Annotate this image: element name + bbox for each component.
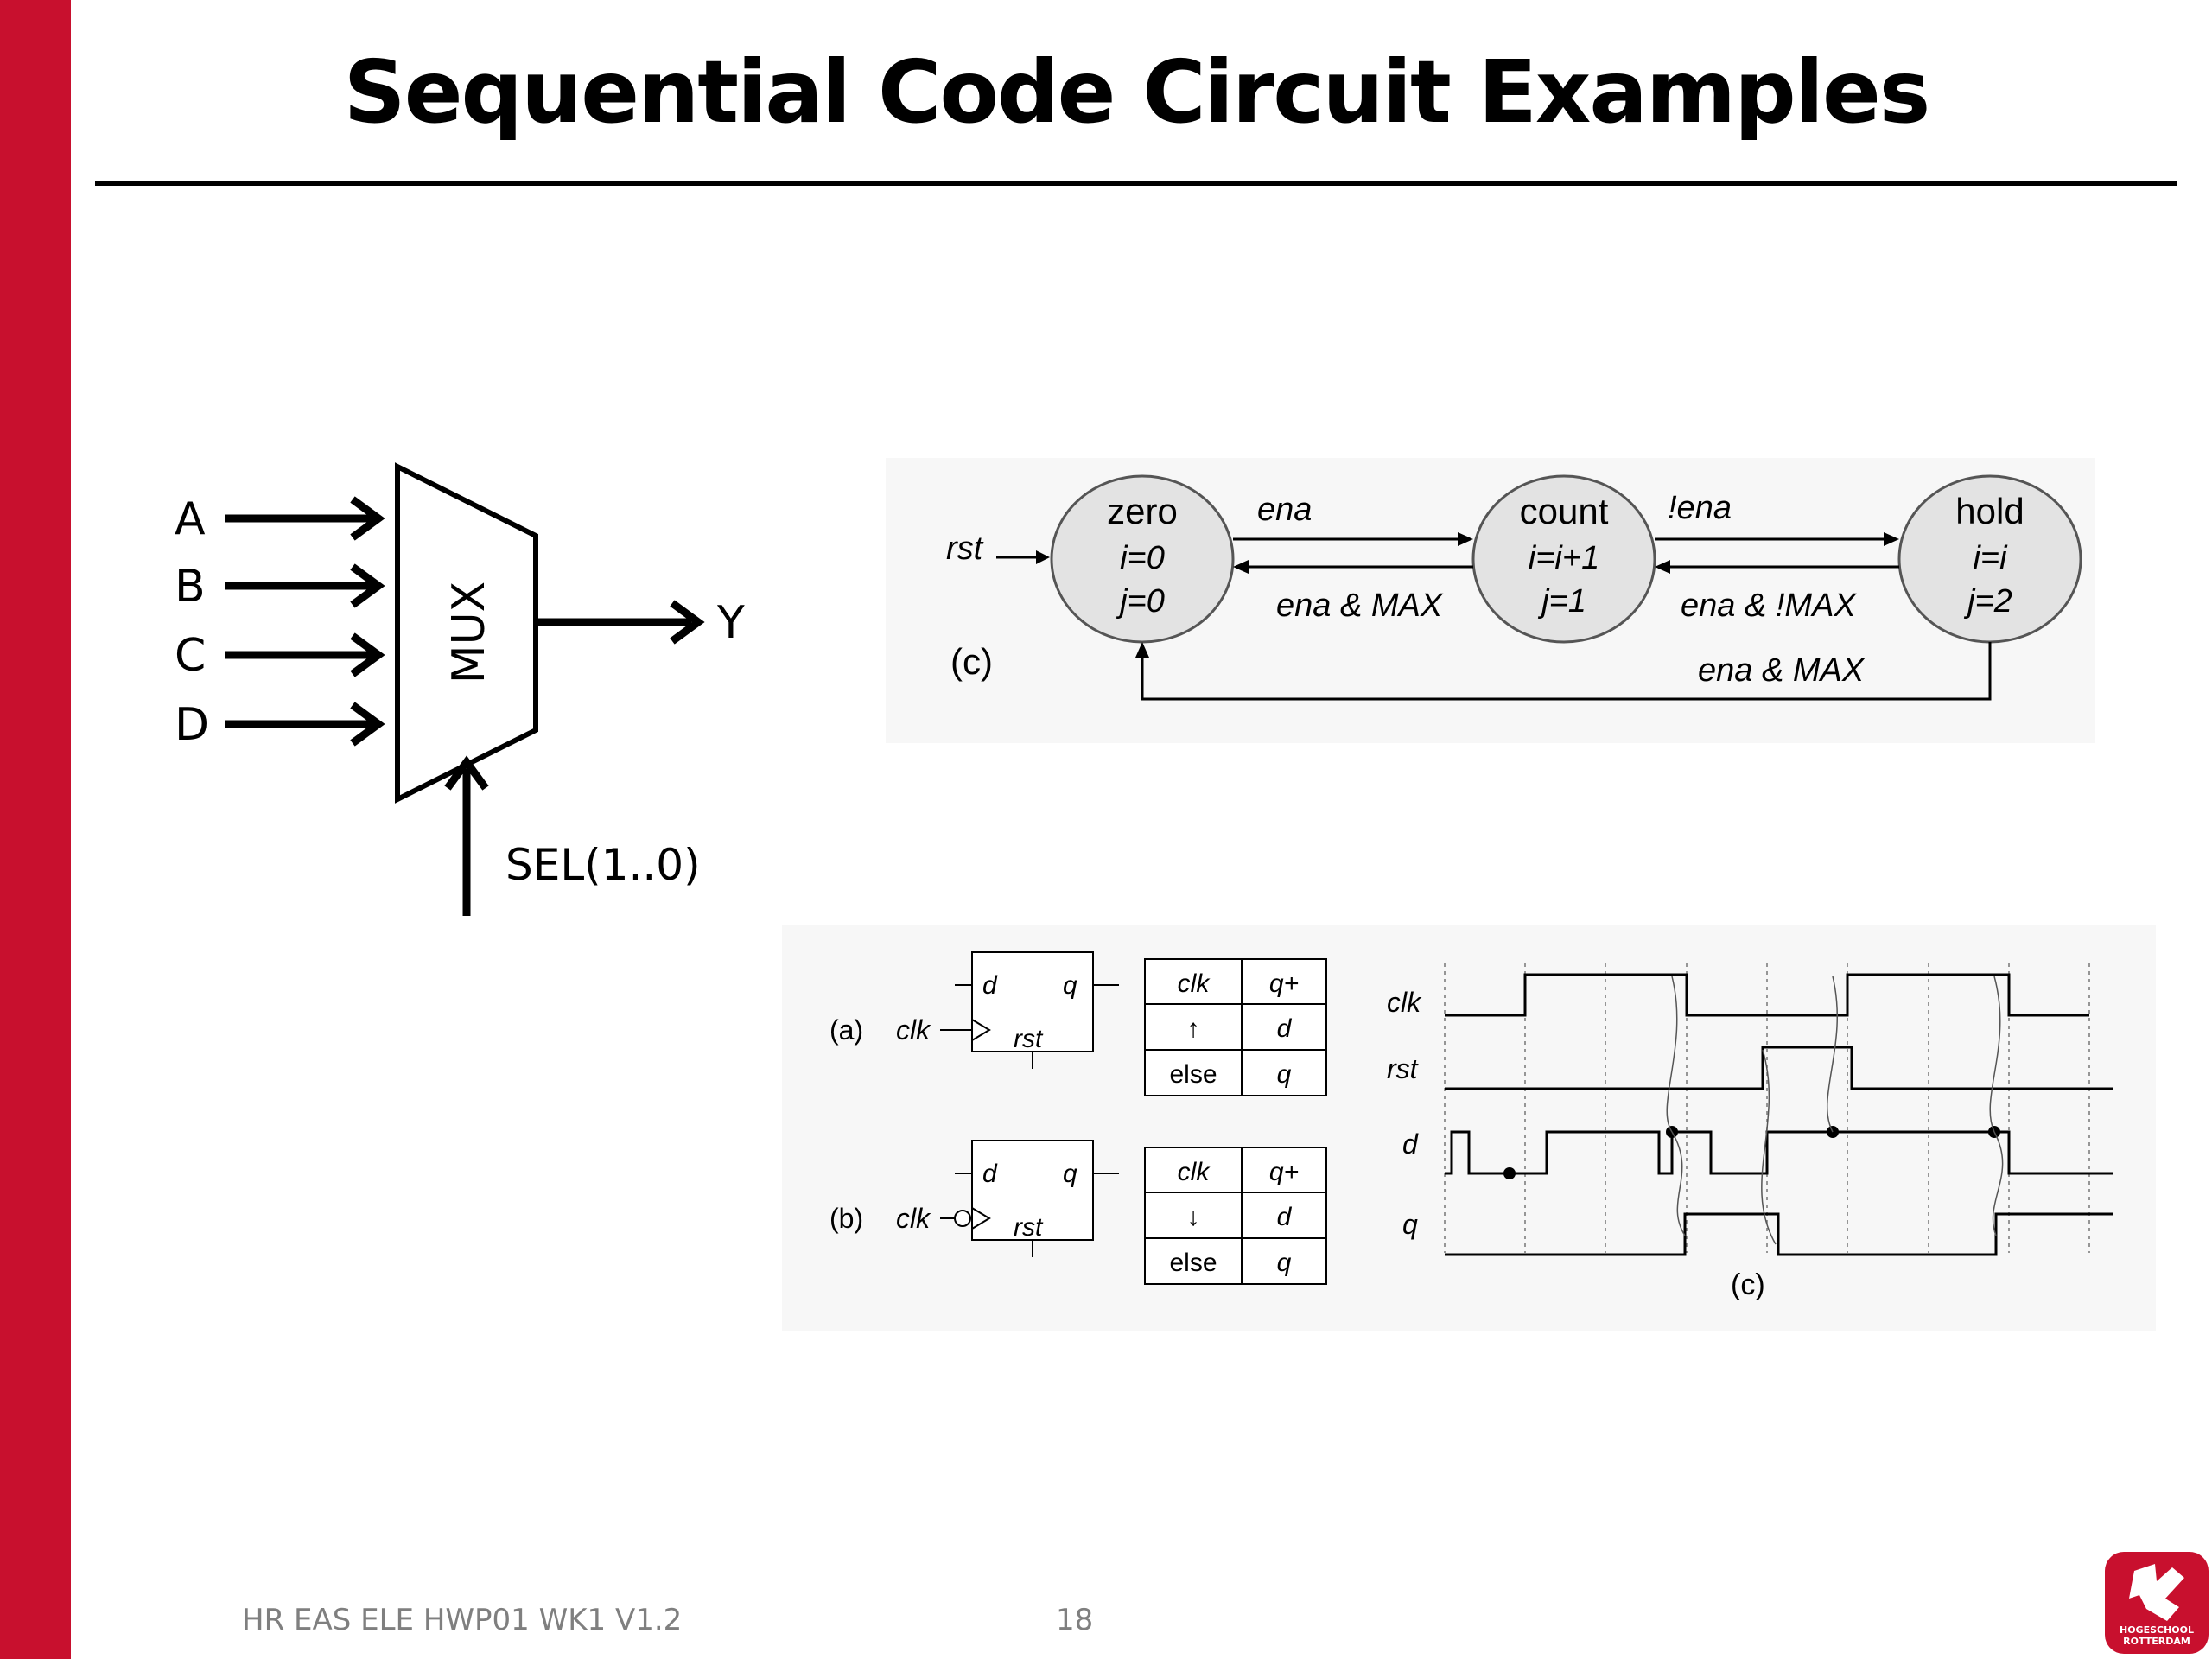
mux-block-label: MUX xyxy=(443,582,495,684)
mux-select: SEL(1..0) xyxy=(444,755,701,916)
svg-text:q: q xyxy=(1277,1249,1292,1277)
svg-text:clk: clk xyxy=(1178,969,1211,998)
svg-text:A: A xyxy=(175,493,206,545)
signal-q: q xyxy=(1402,1209,2113,1256)
svg-text:clk: clk xyxy=(1178,1158,1211,1186)
svg-text:hold: hold xyxy=(1955,491,2024,531)
flipflop-timing-diagram: d q rst clk (a) clk q+ ↑ d else q d q rs… xyxy=(782,925,2156,1331)
svg-text:rst: rst xyxy=(946,531,984,567)
svg-text:j=1: j=1 xyxy=(1537,583,1586,620)
timing-panel-label: (c) xyxy=(1731,1268,1765,1301)
svg-text:↓: ↓ xyxy=(1187,1203,1200,1231)
svg-text:clk: clk xyxy=(896,1203,931,1234)
svg-text:ena & MAX: ena & MAX xyxy=(1276,588,1444,624)
truth-table-a: clk q+ ↑ d else q xyxy=(1144,958,1327,1096)
svg-text:d: d xyxy=(982,1160,998,1188)
transition-zero-to-count: ena xyxy=(1233,492,1473,546)
mux-input-a: A xyxy=(175,493,385,545)
svg-text:↑: ↑ xyxy=(1187,1014,1200,1043)
svg-text:q: q xyxy=(1277,1060,1292,1089)
state-zero: zero i=0 j=0 xyxy=(1050,474,1235,644)
svg-text:j=2: j=2 xyxy=(1963,583,2012,620)
svg-text:ena: ena xyxy=(1257,492,1312,528)
svg-text:clk: clk xyxy=(896,1014,931,1046)
svg-text:q+: q+ xyxy=(1269,1158,1299,1186)
fsm-panel-label: (c) xyxy=(950,641,993,682)
hogeschool-logo: HOGESCHOOL ROTTERDAM xyxy=(2105,1552,2209,1654)
footer-course-code: HR EAS ELE HWP01 WK1 V1.2 xyxy=(242,1603,683,1637)
svg-text:d: d xyxy=(982,971,998,1000)
svg-text:(a): (a) xyxy=(830,1014,863,1046)
svg-text:Y: Y xyxy=(716,597,745,649)
accent-sidebar xyxy=(0,0,71,1659)
svg-text:clk: clk xyxy=(1387,987,1422,1018)
svg-text:else: else xyxy=(1169,1249,1217,1277)
svg-text:d: d xyxy=(1402,1128,1419,1160)
mux-output: Y xyxy=(536,597,745,649)
svg-text:q: q xyxy=(1063,1160,1077,1188)
svg-text:ena & MAX: ena & MAX xyxy=(1698,652,1866,689)
mux-diagram: A B C D MUX Y SEL(1..0) xyxy=(175,462,745,916)
svg-text:rst: rst xyxy=(1014,1213,1044,1242)
transition-hold-to-zero: ena & MAX xyxy=(1135,642,1992,701)
mux-input-c: C xyxy=(175,630,385,682)
svg-text:B: B xyxy=(175,561,206,613)
flipflop-b: d q rst clk (b) xyxy=(830,1140,1119,1257)
state-hold: hold i=i j=2 xyxy=(1897,474,2082,644)
svg-text:rst: rst xyxy=(1387,1053,1419,1084)
fsm-diagram: rst zero i=0 j=0 count i=i+1 j=1 hold i=… xyxy=(886,458,2095,743)
svg-text:ena & !MAX: ena & !MAX xyxy=(1681,588,1857,624)
mux-input-b: B xyxy=(175,561,385,613)
svg-text:i=i: i=i xyxy=(1973,540,2008,576)
svg-text:rst: rst xyxy=(1014,1025,1044,1053)
flipflop-a: d q rst clk (a) xyxy=(830,951,1119,1069)
mux-block xyxy=(395,462,538,804)
svg-text:HOGESCHOOL: HOGESCHOOL xyxy=(2120,1624,2194,1636)
svg-text:i=i+1: i=i+1 xyxy=(1529,540,1599,576)
svg-text:zero: zero xyxy=(1107,491,1178,531)
mux-input-d: D xyxy=(175,699,385,751)
causality-arrows xyxy=(1666,976,2004,1245)
svg-text:!ena: !ena xyxy=(1668,490,1732,526)
svg-text:j=0: j=0 xyxy=(1116,583,1165,620)
reset-arrow: rst xyxy=(946,531,1050,567)
svg-text:D: D xyxy=(175,699,209,751)
svg-text:(b): (b) xyxy=(830,1203,863,1234)
svg-text:i=0: i=0 xyxy=(1120,540,1165,576)
signal-d: d xyxy=(1402,1126,2113,1179)
title-divider xyxy=(95,181,2177,186)
svg-text:C: C xyxy=(175,630,206,682)
transition-hold-to-count: ena & !MAX xyxy=(1655,560,1899,624)
truth-table-b: clk q+ ↓ d else q xyxy=(1144,1147,1327,1285)
page-number: 18 xyxy=(1056,1603,1094,1637)
svg-text:count: count xyxy=(1520,491,1609,531)
slide-title: Sequential Code Circuit Examples xyxy=(343,41,1931,143)
signal-rst: rst xyxy=(1387,1046,2113,1090)
signal-clk: clk xyxy=(1387,973,2089,1018)
svg-text:d: d xyxy=(1277,1014,1293,1043)
state-count: count i=i+1 j=1 xyxy=(1471,474,1656,644)
svg-text:SEL(1..0): SEL(1..0) xyxy=(505,840,701,890)
transition-count-to-zero: ena & MAX xyxy=(1233,560,1473,624)
svg-text:q+: q+ xyxy=(1269,969,1299,998)
svg-text:q: q xyxy=(1063,971,1077,1000)
svg-text:else: else xyxy=(1169,1060,1217,1089)
svg-text:q: q xyxy=(1402,1209,1418,1240)
transition-count-to-hold: !ena xyxy=(1655,490,1899,546)
svg-text:ROTTERDAM: ROTTERDAM xyxy=(2123,1636,2190,1647)
svg-text:d: d xyxy=(1277,1203,1293,1231)
